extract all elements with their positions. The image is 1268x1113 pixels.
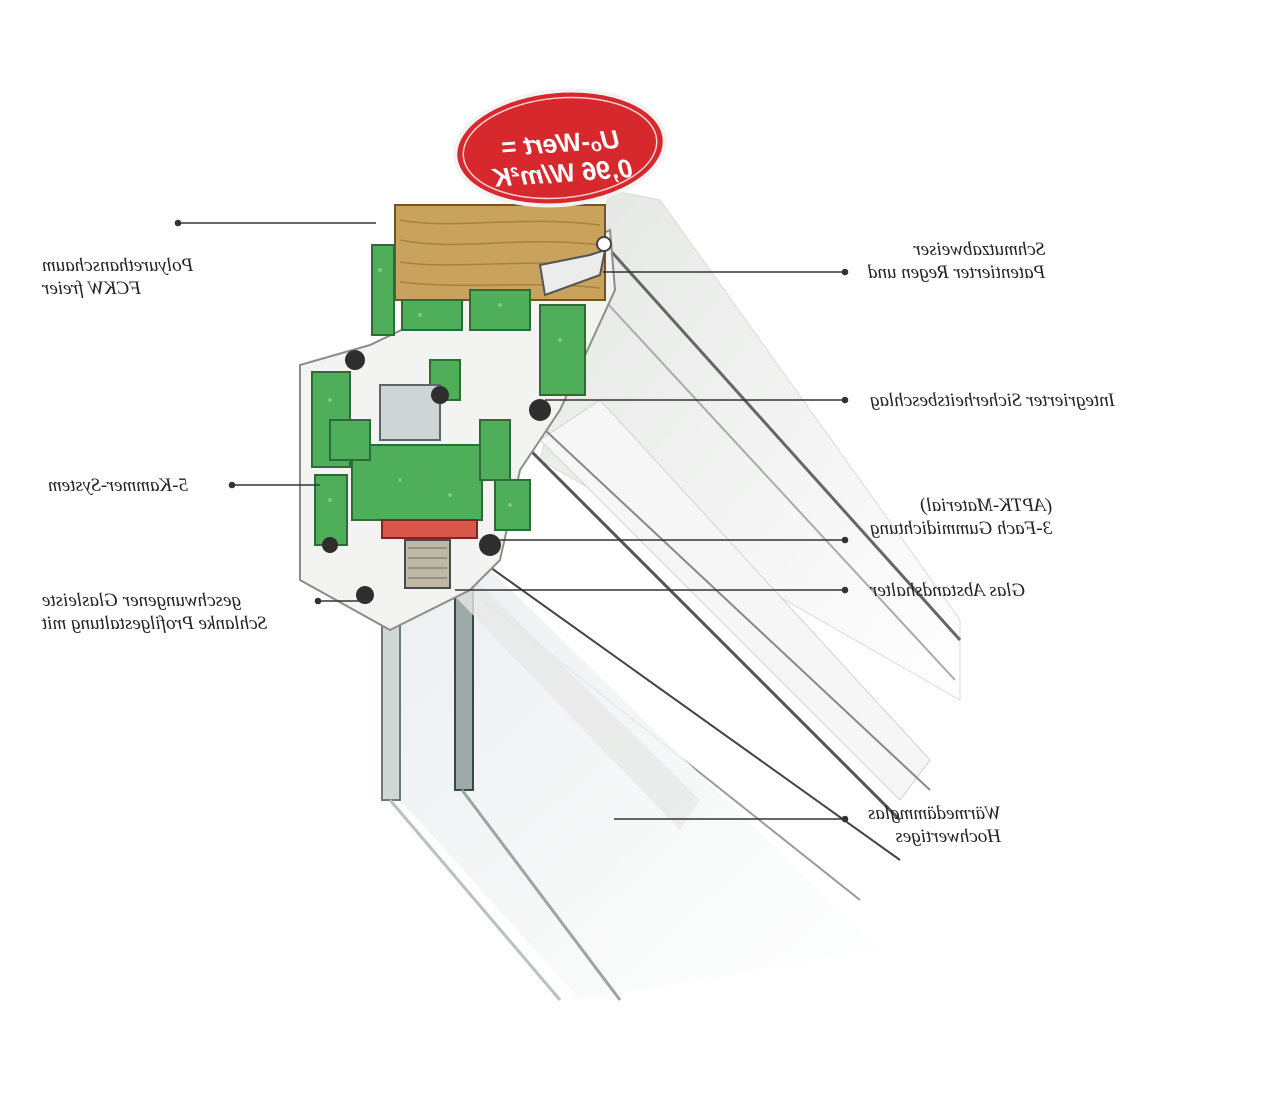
u-value-badge-text: Uₒ-Wert = 0,96 W/m²K: [454, 85, 667, 211]
spacer-red-strip: [381, 519, 478, 539]
frame-extrusion: [469, 189, 962, 901]
label-chamber: 5-Kammer-System: [48, 475, 188, 496]
label-glass: Wärmedämmglas Hochwertiges: [868, 803, 1001, 847]
u-value-badge: [453, 88, 667, 208]
chamber-cells: [311, 244, 586, 546]
label-profile: geschwungener Glasleiste Schlanke Profil…: [42, 590, 268, 634]
label-rain: Schmutzabweiser Patentierter Regen und: [868, 239, 1046, 283]
leader-lines: [174, 219, 849, 823]
label-security: Integrierter Sicherheitsbeschlag: [870, 390, 1116, 411]
label-gasket: (APTK-Material) 3-Fach Gummidichtung: [870, 495, 1053, 539]
label-foam: Polyurethanschaum FCKW freier: [42, 255, 194, 299]
label-spacer: Glas Abstandshalter: [870, 580, 1026, 601]
glass-panes: [381, 539, 880, 1001]
profile-cross-section: [299, 204, 617, 632]
